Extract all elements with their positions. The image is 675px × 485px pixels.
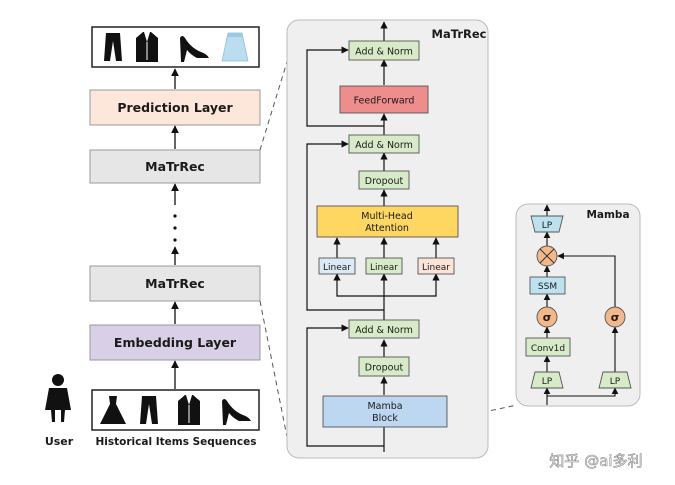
- suit-icon: [136, 32, 158, 62]
- matrec-panel-title: MaTrRec: [432, 27, 487, 41]
- user-icon: [45, 374, 71, 422]
- mamba-block-label-2: Block: [372, 413, 398, 424]
- prediction-layer-box: [89, 89, 261, 126]
- linear-box-1: [318, 257, 356, 275]
- sigma-right-label: σ: [611, 311, 620, 324]
- lp-bottom-left-shape: [530, 371, 564, 389]
- sigma-right-node: [604, 306, 626, 328]
- add-norm-bottom-label: Add & Norm: [355, 325, 413, 336]
- mamba-block-box: [322, 395, 448, 428]
- linear-box-2: [365, 257, 403, 275]
- add-norm-bottom-box: [348, 319, 420, 339]
- add-norm-top-box: [348, 40, 420, 61]
- dropout-bottom-box: [358, 356, 410, 377]
- high-heel-icon: [180, 36, 209, 62]
- embedding-layer-box: [89, 324, 261, 361]
- lp-top-shape: [530, 215, 564, 233]
- ssm-box: [529, 276, 566, 295]
- matrec-panel: MaTrRec Add & Norm FeedForward: [286, 19, 489, 459]
- sequence-label: Historical Items Sequences: [96, 436, 257, 448]
- lp-bottom-right-label: LP: [610, 377, 621, 387]
- pants-icon: [104, 33, 122, 61]
- matrec-bottom-label: MaTrRec: [145, 276, 205, 291]
- linear-box-3: [417, 257, 455, 275]
- feedforward-label: FeedForward: [354, 96, 415, 107]
- dropout-top-label: Dropout: [365, 176, 404, 187]
- ellipsis-dots: [173, 214, 177, 242]
- dropout-bottom-label: Dropout: [365, 363, 404, 374]
- skirt-icon: [221, 32, 249, 62]
- matrec-bottom-box: [89, 265, 261, 302]
- output-items: [104, 32, 249, 62]
- embedding-layer-label: Embedding Layer: [114, 335, 237, 350]
- pants-icon: [140, 396, 158, 424]
- matrec-top-box: [89, 149, 261, 184]
- user-label: User: [45, 435, 74, 448]
- mamba-block-label-1: Mamba: [367, 401, 402, 412]
- conv1d-box: [525, 337, 571, 357]
- input-items: [100, 395, 251, 425]
- dropout-top-box: [358, 170, 410, 190]
- add-norm-mid-box: [348, 134, 420, 154]
- ssm-label: SSM: [538, 282, 557, 292]
- lp-bottom-right-shape: [598, 371, 632, 389]
- matrec-top-label: MaTrRec: [145, 159, 205, 174]
- linear-label-2: Linear: [370, 263, 398, 273]
- linear-label-3: Linear: [422, 263, 450, 273]
- feedforward-box: [339, 85, 429, 114]
- suit-icon: [178, 395, 200, 425]
- multi-head-attention-box: [316, 205, 459, 238]
- mamba-panel-title: Mamba: [586, 209, 629, 221]
- multi-head-attention-label-1: Multi-Head: [361, 211, 413, 222]
- high-heel-icon: [222, 399, 251, 425]
- dress-icon: [100, 396, 126, 424]
- mamba-panel: Mamba LP SSM σ σ Conv1d LP: [515, 203, 641, 407]
- sigma-left-label: σ: [543, 311, 552, 324]
- lp-bottom-left-label: LP: [542, 377, 553, 387]
- add-norm-mid-label: Add & Norm: [355, 140, 413, 151]
- multi-head-attention-label-2: Attention: [365, 223, 409, 234]
- sigma-left-node: [536, 306, 558, 328]
- prediction-layer-label: Prediction Layer: [117, 100, 233, 115]
- add-norm-top-label: Add & Norm: [355, 47, 413, 58]
- watermark: 知乎 @ai多利: [549, 452, 642, 470]
- left-column: Prediction Layer MaTrRec MaTrRec Embeddi…: [45, 26, 261, 448]
- conv1d-label: Conv1d: [531, 344, 565, 354]
- lp-top-label: LP: [542, 221, 553, 231]
- linear-label-1: Linear: [323, 263, 351, 273]
